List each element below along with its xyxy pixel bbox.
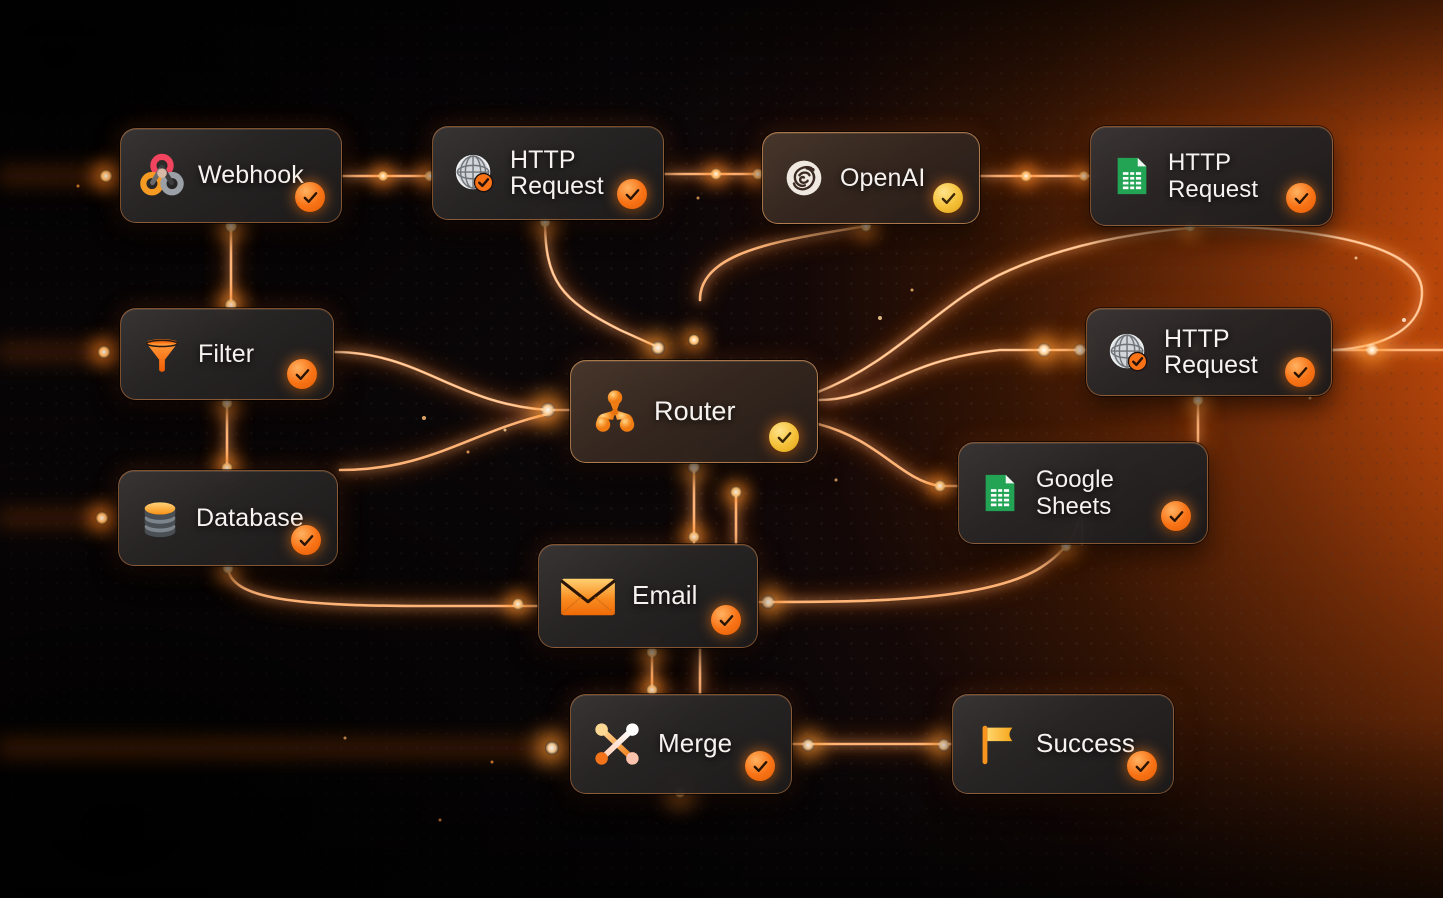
openai-icon	[781, 155, 827, 201]
funnel-icon	[139, 331, 185, 377]
node-label: Merge	[658, 728, 733, 759]
status-badge-check	[1161, 501, 1191, 531]
status-badge-check	[769, 422, 799, 452]
globe-icon	[1105, 329, 1151, 375]
envelope-icon	[557, 571, 619, 621]
node-label: HTTP Request	[510, 145, 604, 200]
node-http-request-right[interactable]: HTTP Request	[1086, 308, 1332, 396]
node-label: OpenAI	[840, 163, 926, 192]
router-icon	[589, 386, 641, 438]
node-label: HTTP Request	[1168, 148, 1259, 203]
globe-icon	[451, 150, 497, 196]
status-badge-check	[1286, 183, 1316, 213]
status-badge-check	[1285, 357, 1315, 387]
node-success[interactable]: Success	[952, 694, 1174, 794]
node-label: Router	[654, 396, 736, 427]
node-label: Database	[196, 503, 304, 532]
node-google-sheets[interactable]: Google Sheets	[958, 442, 1208, 544]
node-webhook[interactable]: Webhook	[120, 128, 342, 223]
google-sheets-icon	[1109, 153, 1155, 199]
status-badge-check	[295, 182, 325, 212]
status-badge-check	[617, 179, 647, 209]
database-icon	[137, 495, 183, 541]
node-http-request-top[interactable]: HTTP Request	[432, 126, 664, 220]
node-label: Webhook	[198, 161, 304, 190]
google-sheets-icon	[977, 470, 1023, 516]
node-http-request-sheets[interactable]: HTTP Request	[1090, 126, 1333, 226]
status-badge-check	[711, 605, 741, 635]
node-label: Filter	[198, 339, 255, 368]
merge-icon	[589, 718, 645, 770]
node-openai[interactable]: OpenAI	[762, 132, 980, 224]
node-merge[interactable]: Merge	[570, 694, 792, 794]
node-filter[interactable]: Filter	[120, 308, 334, 400]
webhook-icon	[139, 153, 185, 199]
status-badge-check	[933, 183, 963, 213]
node-label: Email	[632, 580, 698, 611]
node-email[interactable]: Email	[538, 544, 758, 648]
status-badge-check	[745, 751, 775, 781]
status-badge-check	[1127, 751, 1157, 781]
node-database[interactable]: Database	[118, 470, 338, 566]
node-label: HTTP Request	[1164, 324, 1258, 379]
node-label: Success	[1036, 728, 1135, 759]
status-badge-check	[287, 359, 317, 389]
status-badge-check	[291, 525, 321, 555]
flag-icon	[971, 718, 1023, 770]
node-label: Google Sheets	[1036, 465, 1114, 520]
node-router[interactable]: Router	[570, 360, 818, 463]
